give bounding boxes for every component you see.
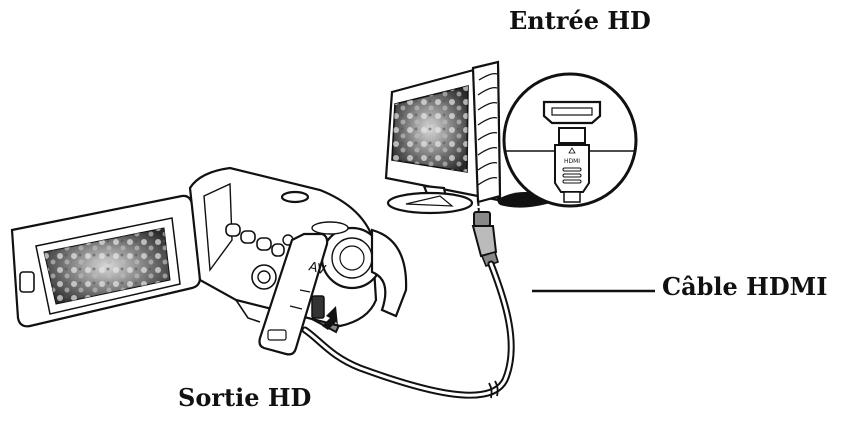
plug-label: HDMI [564, 158, 580, 165]
hd-tv [384, 60, 502, 215]
hd-output-label: Sortie HD [178, 383, 312, 412]
hd-input-label: Entrée HD [509, 6, 651, 35]
camcorder: AV [10, 166, 408, 356]
hdmi-cable-label: Câble HDMI [662, 272, 828, 301]
hdmi-port-detail: HDMI [500, 72, 638, 208]
av-port-label: AV [307, 259, 327, 278]
